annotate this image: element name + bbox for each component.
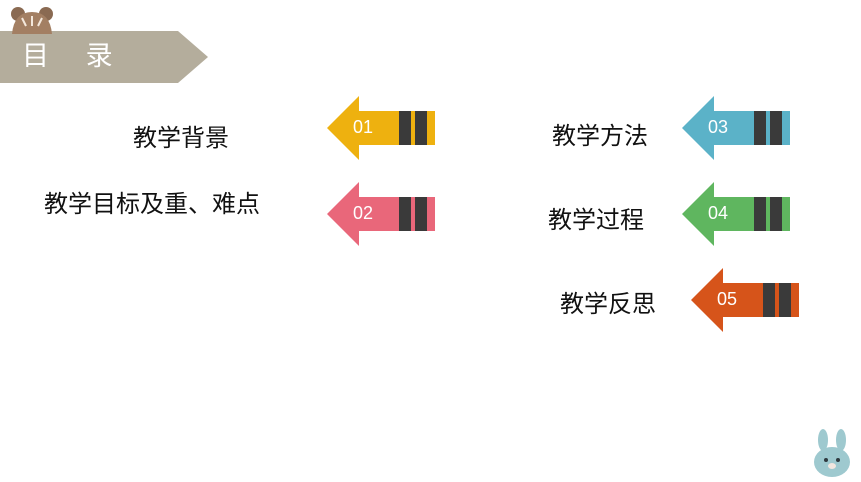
arrow-02[interactable]: 02 bbox=[327, 182, 439, 250]
title-banner bbox=[0, 31, 208, 83]
arrow-number-04: 04 bbox=[708, 203, 729, 223]
arrow-05[interactable]: 05 bbox=[691, 268, 803, 336]
bunny-icon bbox=[814, 429, 850, 477]
item-label-01[interactable]: 教学背景 bbox=[133, 124, 229, 152]
arrow-number-05: 05 bbox=[717, 289, 738, 309]
arrow-shape-04 bbox=[682, 182, 790, 246]
arrow-number-03: 03 bbox=[708, 117, 729, 137]
arrow-03[interactable]: 03 bbox=[682, 96, 794, 164]
arrow-shape-03 bbox=[682, 96, 790, 160]
item-label-03[interactable]: 教学方法 bbox=[552, 122, 648, 150]
arrow-shape-05 bbox=[691, 268, 799, 332]
item-label-02[interactable]: 教学目标及重、难点 bbox=[44, 190, 260, 218]
item-label-04[interactable]: 教学过程 bbox=[548, 206, 644, 234]
bear-icon bbox=[11, 7, 53, 34]
item-label-05[interactable]: 教学反思 bbox=[560, 290, 656, 318]
arrow-number-02: 02 bbox=[353, 203, 374, 223]
page-title: 目 录 bbox=[22, 41, 127, 72]
arrow-04[interactable]: 04 bbox=[682, 182, 794, 250]
banner-shape bbox=[0, 31, 208, 83]
arrow-shape-01 bbox=[327, 96, 435, 160]
arrow-number-01: 01 bbox=[353, 117, 374, 137]
arrow-01[interactable]: 01 bbox=[327, 96, 439, 164]
arrow-shape-02 bbox=[327, 182, 435, 246]
